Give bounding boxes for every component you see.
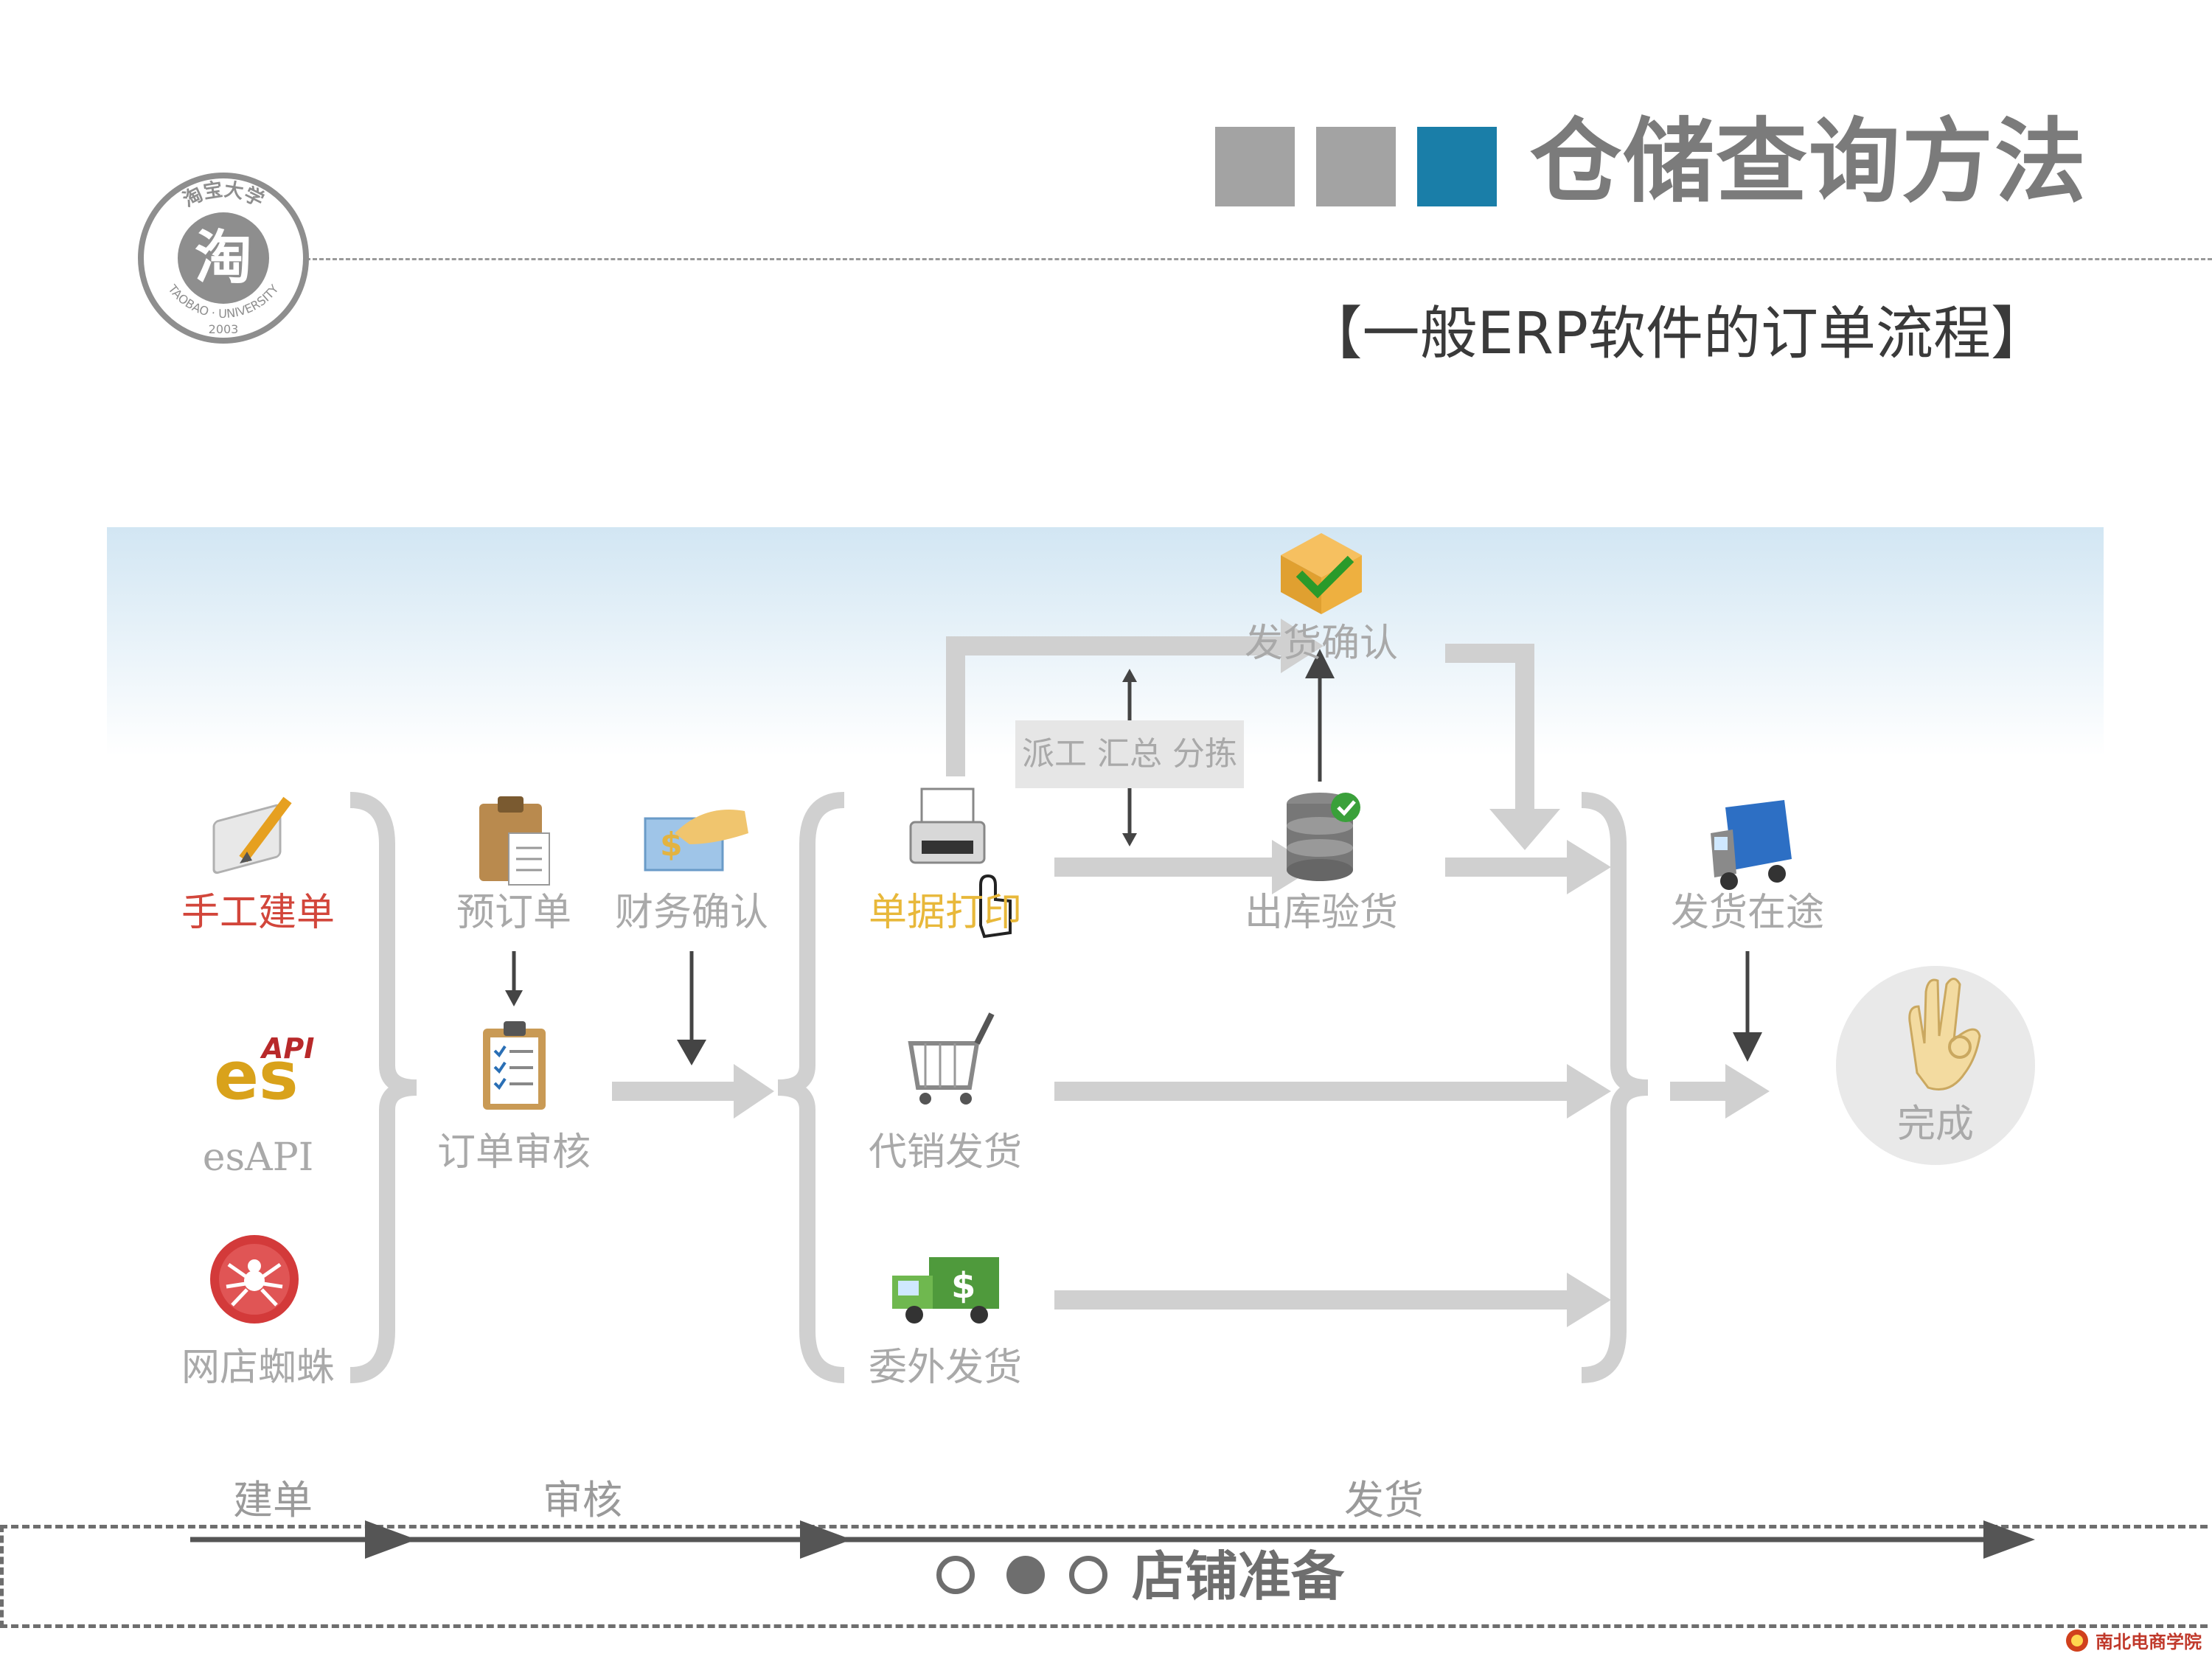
page-title: 仓储查询方法 [1530,109,2088,215]
label-ship-confirm: 发货确认 [1244,622,1399,666]
label-outbound-check: 出库验货 [1244,891,1399,935]
stage-audit: 审核 [543,1477,622,1523]
corner-logo: 南北电商学院 [2065,1627,2202,1653]
svg-text:es: es [214,1037,299,1115]
box-check-icon [1281,533,1362,614]
label-finance-confirm: 财务确认 [614,891,769,935]
header-square-1 [1215,127,1295,206]
flow-graphics: es API [107,527,2104,1383]
svg-text:$: $ [951,1265,975,1307]
order-flow-diagram: es API [107,527,2104,1423]
printer-icon [909,787,1012,939]
corner-logo-text: 南北电商学院 [2096,1632,2202,1652]
edit-icon [212,796,292,874]
clipboard-icon [479,796,550,886]
footer-dot-2 [1006,1556,1045,1594]
spider-icon [210,1235,299,1324]
bracket-sources [349,792,417,1383]
label-outsource: 委外发货 [868,1346,1023,1390]
shopping-cart-icon [908,1012,995,1105]
svg-text:2003: 2003 [209,322,239,336]
label-esapi: esAPI [202,1135,314,1180]
dispatch-box [1015,720,1244,788]
stage-ship: 发货 [1344,1477,1424,1523]
footer-dot-1 [936,1556,975,1594]
label-dispatch: 派工 汇总 分拣 [1022,735,1237,773]
header-square-2 [1316,127,1396,206]
label-shop-spider: 网店蜘蛛 [181,1346,335,1390]
seal-char: 淘 [195,225,252,291]
label-manual-order: 手工建单 [181,891,335,935]
label-consignment: 代销发货 [868,1130,1023,1175]
svg-text:API: API [260,1032,314,1065]
timeline-arrow [190,1520,2035,1559]
delivery-truck-icon [1711,800,1792,890]
footer-dot-3 [1069,1556,1107,1594]
taobao-university-seal: 淘 淘宝大学 TAOBAO · UNIVERSITY 2003 [138,173,309,344]
footer-title: 店铺准备 [1132,1545,1345,1607]
page-subtitle: 【一般ERP软件的订单流程】 [1304,301,2048,367]
money-hand-icon: $ [644,810,748,872]
label-done: 完成 [1896,1102,1975,1147]
esapi-logo-icon: es API [214,1032,314,1115]
label-preorder: 预订单 [456,891,572,935]
footer-banner [0,1525,2208,1628]
database-check-icon [1287,793,1360,881]
label-doc-print: 单据打印 [868,891,1023,935]
ok-hand-icon [1908,978,1981,1091]
header-square-3 [1417,127,1497,206]
flow-arrows [612,619,1770,1327]
stage-build: 建单 [233,1477,313,1523]
corner-logo-icon [2066,1629,2088,1652]
brace-shipping [777,792,845,1383]
label-order-audit: 订单审核 [437,1130,591,1175]
money-truck-icon: $ [892,1257,999,1324]
checklist-icon [483,1021,546,1110]
label-in-transit: 发货在途 [1670,891,1825,935]
header-divider [306,258,2212,260]
bracket-end [1581,792,1649,1383]
